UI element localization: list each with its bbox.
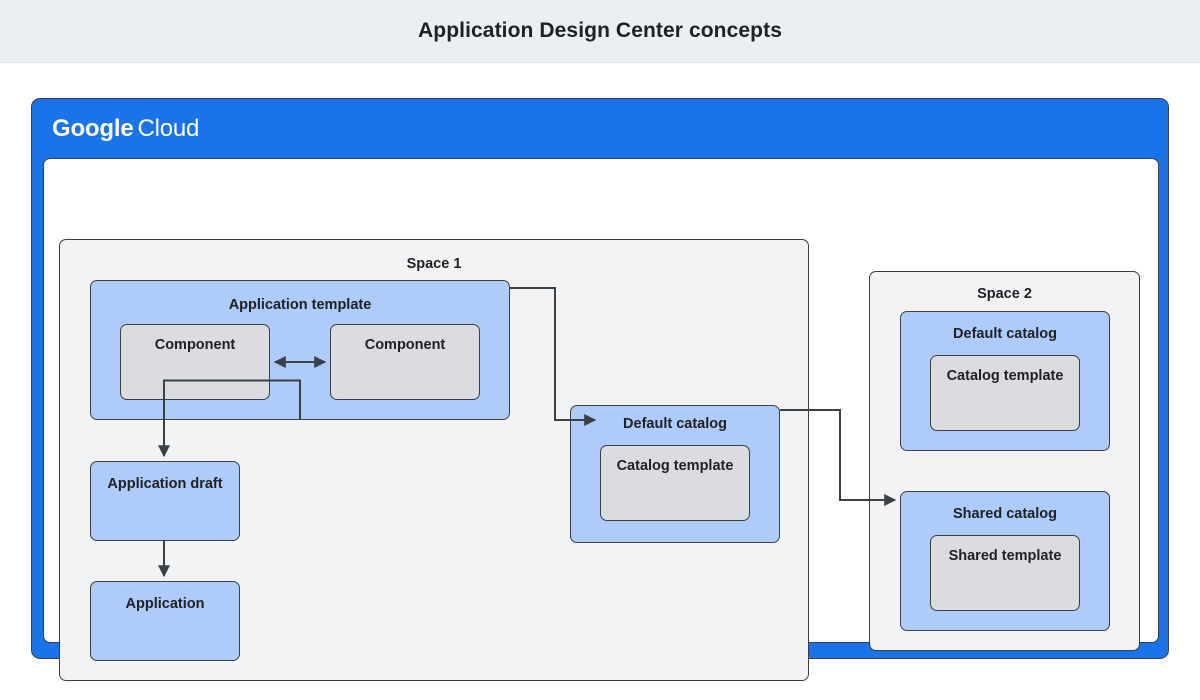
node-application-draft: Application draft [90,461,240,541]
node-catalog-template-space2: Catalog template [930,355,1080,431]
cloud-wordmark: Cloud [137,115,200,142]
shared-template-label: Shared template [948,548,1062,564]
node-catalog-template-space1: Catalog template [600,445,750,521]
node-component-right: Component [330,324,480,400]
shared-catalog-label: Shared catalog [953,506,1057,522]
node-shared-template: Shared template [930,535,1080,611]
application-draft-label: Application draft [107,476,223,492]
node-application: Application [90,581,240,661]
page-header: Application Design Center concepts [0,0,1200,63]
space-2-label: Space 2 [977,286,1032,302]
application-label: Application [125,596,205,612]
default-catalog-space2-label: Default catalog [953,326,1057,342]
component-left-label: Component [154,337,236,353]
node-component-left: Component [120,324,270,400]
application-template-label: Application template [228,297,372,313]
component-right-label: Component [364,337,446,353]
space-1-label: Space 1 [406,256,462,272]
google-wordmark: Google [52,115,134,142]
catalog-template-space2-label: Catalog template [946,368,1064,384]
page-title: Application Design Center concepts [418,19,782,42]
default-catalog-space1-label: Default catalog [623,416,727,432]
catalog-template-space1-label: Catalog template [616,458,734,474]
